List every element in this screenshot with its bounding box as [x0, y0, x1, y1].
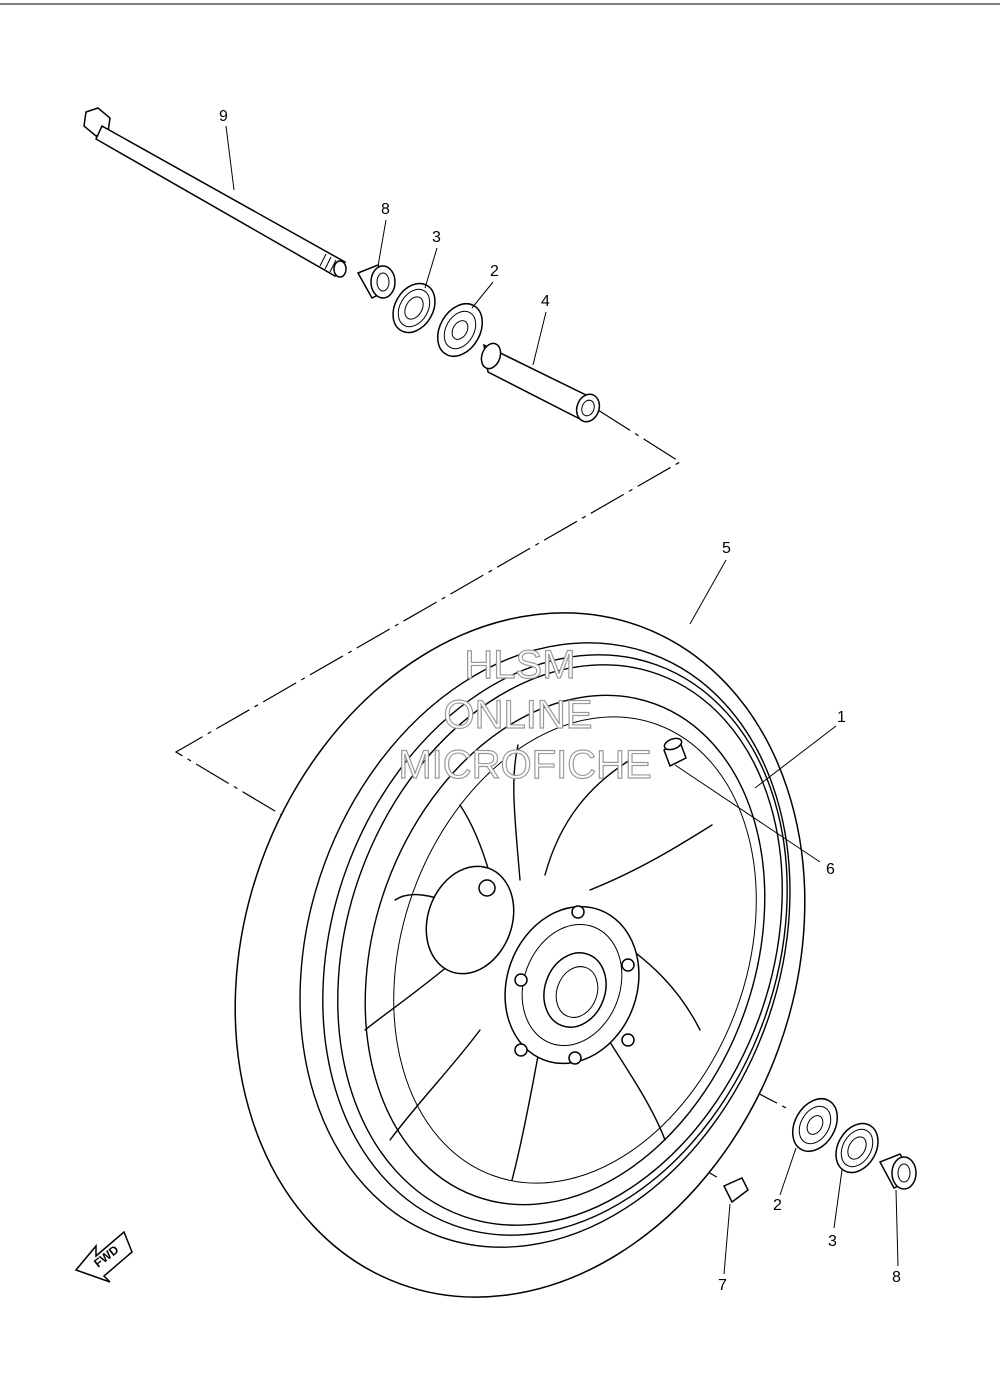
callout-1: 1 [837, 709, 846, 726]
callout-numbers: 9 8 3 2 4 5 1 6 2 3 8 7 [219, 108, 901, 1294]
watermark-line-3: MICROFICHE [398, 743, 651, 787]
part-collar-top [356, 264, 396, 299]
callout-9: 9 [219, 108, 228, 125]
callout-3-top: 3 [432, 229, 441, 246]
part-valve [663, 737, 687, 768]
callout-6: 6 [826, 861, 835, 878]
callout-2-top: 2 [490, 263, 499, 280]
part-spacer-tube [480, 342, 601, 423]
watermark: HLSM ONLINE MICROFICHE [398, 642, 653, 787]
leader-lines [225, 125, 899, 1275]
part-axle [83, 107, 347, 278]
fwd-direction-badge: FWD [74, 1230, 133, 1283]
watermark-line-2: ONLINE [444, 693, 593, 737]
callout-8-top: 8 [381, 201, 390, 218]
part-wheel-assembly [234, 612, 806, 1298]
part-oil-seal-top [392, 282, 436, 334]
callout-2-bottom: 2 [773, 1197, 782, 1214]
callout-7: 7 [718, 1277, 727, 1294]
watermark-line-1: HLSM [464, 643, 575, 687]
callout-4: 4 [541, 293, 550, 310]
part-balance-weight [722, 1177, 749, 1204]
part-bearing-bottom [791, 1098, 839, 1152]
part-oil-seal-bottom [835, 1122, 879, 1174]
callout-5: 5 [722, 540, 731, 557]
wheel-hub [425, 865, 640, 1065]
fwd-arrow-icon [74, 1230, 133, 1283]
part-collar-bottom [878, 1153, 917, 1190]
callout-3-bottom: 3 [828, 1233, 837, 1250]
callout-8-bottom: 8 [892, 1269, 901, 1286]
